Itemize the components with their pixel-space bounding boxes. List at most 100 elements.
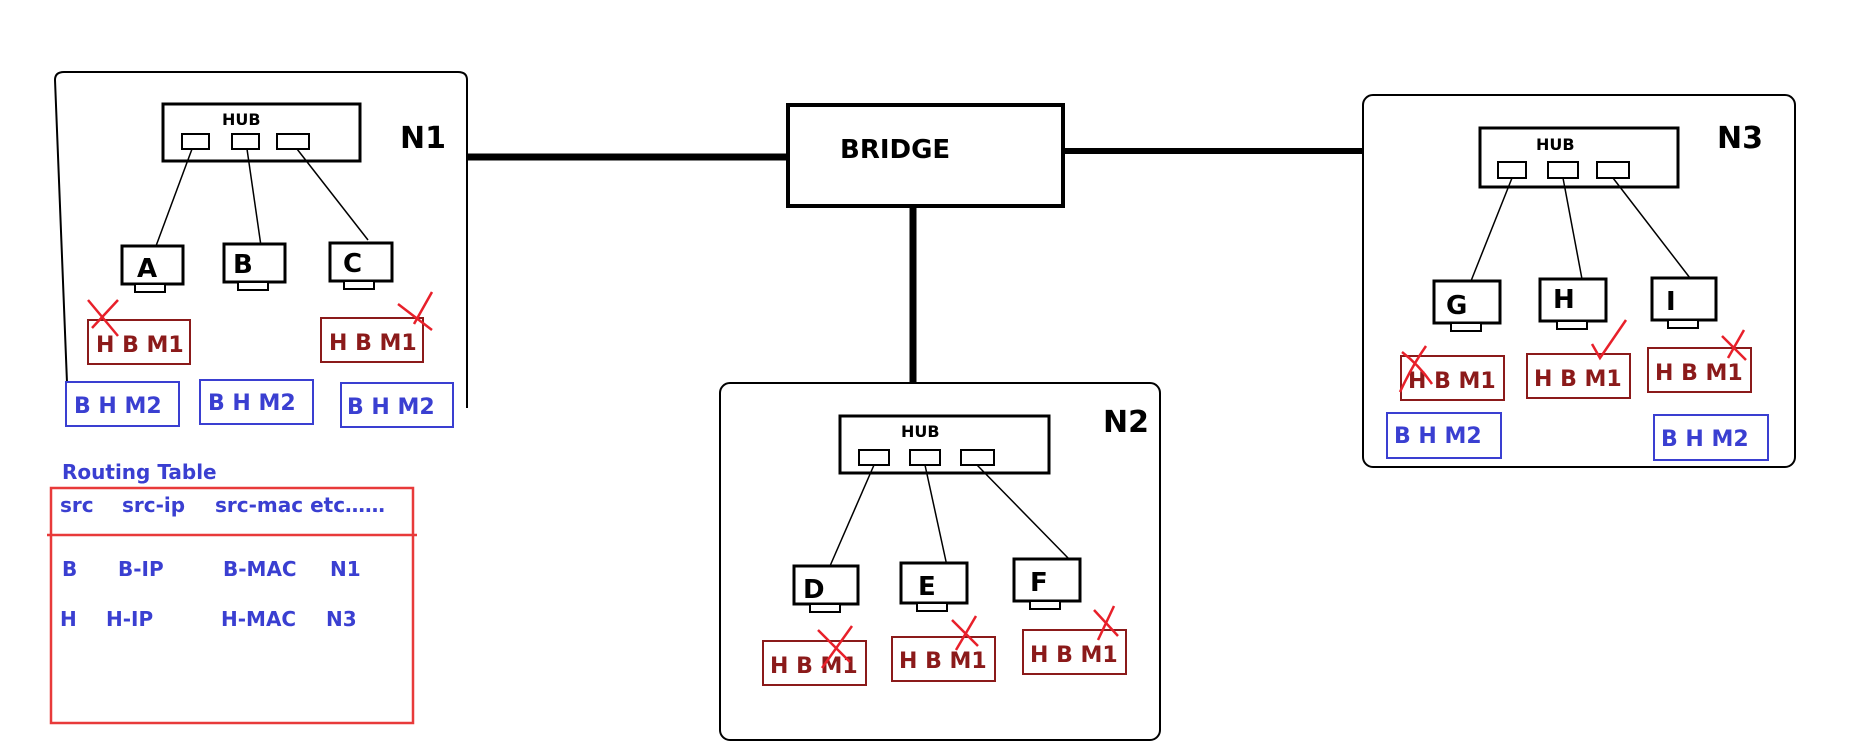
host-label-b: B xyxy=(233,250,253,280)
reject-mark xyxy=(87,299,119,337)
frame-m1-a: H B M1 xyxy=(87,299,191,365)
hub-port xyxy=(1547,161,1579,179)
host-g: G xyxy=(1432,279,1502,332)
hub-port xyxy=(1596,161,1630,179)
host-a: A xyxy=(120,244,185,293)
frame-m2-g: B H M2 xyxy=(1386,412,1502,459)
routing-table: Routing Table src src-ip src-mac etc…… B… xyxy=(47,460,417,725)
reject-mark xyxy=(1398,345,1434,393)
hub-port xyxy=(1497,161,1527,179)
frame-m1-h: H B M1 xyxy=(1526,319,1631,399)
frame-m1-c: H B M1 xyxy=(320,291,434,363)
n3-hub: HUB xyxy=(1478,126,1680,189)
hub-port xyxy=(858,449,890,466)
frame-m2-label: B H M2 xyxy=(74,394,162,419)
host-f: F xyxy=(1012,557,1082,610)
hub-port xyxy=(960,449,995,466)
rt-header-src-ip: src-ip xyxy=(122,493,185,517)
routing-table-border xyxy=(49,486,415,725)
n1-label: N1 xyxy=(400,121,446,156)
rt-row-2-mac: H-MAC xyxy=(221,607,296,631)
network-n1: N1 HUB A B C H B M1 xyxy=(53,71,468,428)
host-e: E xyxy=(899,561,969,612)
host-label-f: F xyxy=(1030,568,1048,598)
frame-m1-label: H B M1 xyxy=(1534,367,1622,392)
hub-port xyxy=(909,449,941,466)
reject-mark xyxy=(951,615,979,651)
frame-m1-label: H B M1 xyxy=(899,649,987,674)
host-i: I xyxy=(1650,276,1718,329)
network-n2: N2 HUB D E F H B M1 xyxy=(719,382,1161,741)
n2-hub: HUB xyxy=(838,414,1051,475)
frame-m1-label: H B M1 xyxy=(1408,369,1496,394)
frame-m2-label: B H M2 xyxy=(208,391,296,416)
n3-boundary xyxy=(1362,94,1796,468)
cable-c xyxy=(296,148,369,241)
rt-row-1-ip: B-IP xyxy=(118,557,164,581)
network-n3: N3 HUB G H I H B M1 xyxy=(1362,94,1796,468)
routing-table-title: Routing Table xyxy=(62,460,217,484)
bridge: BRIDGE xyxy=(467,103,1363,383)
hub-label: HUB xyxy=(1536,135,1575,154)
cable-d xyxy=(829,464,875,567)
cable-b xyxy=(246,148,262,247)
cable-e xyxy=(924,464,948,567)
cable-g xyxy=(1470,177,1513,282)
frame-m2-i: B H M2 xyxy=(1653,414,1769,461)
frame-m2-c: B H M2 xyxy=(340,382,454,428)
hub-port xyxy=(231,133,260,150)
frame-m1-label: H B M1 xyxy=(329,331,417,356)
bridge-label: BRIDGE xyxy=(840,135,950,165)
frame-m1-f: H B M1 xyxy=(1022,605,1127,675)
host-d: D xyxy=(792,564,860,613)
host-c: C xyxy=(328,241,394,290)
accept-mark xyxy=(1590,319,1628,361)
host-label-c: C xyxy=(343,249,362,279)
frame-m2-label: B H M2 xyxy=(347,395,435,420)
rt-row-1-mac: B-MAC xyxy=(223,557,297,581)
rt-row-1-src: B xyxy=(62,557,77,581)
n1-boundary xyxy=(53,71,468,409)
reject-mark xyxy=(1093,605,1119,641)
host-b: B xyxy=(222,242,287,291)
rt-header-src: src xyxy=(60,493,94,517)
frame-m2-label: B H M2 xyxy=(1661,427,1749,452)
frame-m1-label: H B M1 xyxy=(1030,643,1118,668)
frame-m1-i: H B M1 xyxy=(1647,329,1752,393)
hub-port xyxy=(181,133,210,150)
rt-row-1-net: N1 xyxy=(330,557,361,581)
reject-mark xyxy=(397,291,434,331)
n3-label: N3 xyxy=(1717,121,1763,156)
frame-m1-label: H B M1 xyxy=(770,654,858,679)
host-label-a: A xyxy=(137,254,157,284)
n2-boundary xyxy=(719,382,1161,741)
rt-row-2-ip: H-IP xyxy=(106,607,153,631)
host-label-i: I xyxy=(1666,287,1676,317)
hub-label: HUB xyxy=(901,422,940,441)
frame-m1-g: H B M1 xyxy=(1398,345,1505,401)
frame-m1-label: H B M1 xyxy=(1655,361,1743,386)
host-label-h: H xyxy=(1553,285,1575,315)
frame-m1-e: H B M1 xyxy=(891,615,996,682)
frame-m2-b: B H M2 xyxy=(199,379,314,425)
cable-i xyxy=(1612,177,1691,279)
rt-row-2-net: N3 xyxy=(326,607,357,631)
cable-f xyxy=(976,464,1071,561)
host-label-g: G xyxy=(1446,291,1467,321)
frame-m1-d: H B M1 xyxy=(762,625,867,686)
frame-m2-a: B H M2 xyxy=(65,381,180,427)
hub-port xyxy=(276,133,310,150)
hub-label: HUB xyxy=(222,110,261,129)
reject-mark xyxy=(1721,329,1747,361)
n2-label: N2 xyxy=(1103,405,1149,440)
host-label-e: E xyxy=(918,572,936,602)
frame-m1-label: H B M1 xyxy=(96,333,184,358)
reject-mark xyxy=(817,625,854,669)
host-label-d: D xyxy=(803,575,825,605)
cable-h xyxy=(1562,177,1583,280)
cable-a xyxy=(155,148,193,247)
bridge-box xyxy=(786,103,1065,208)
rt-row-2-src: H xyxy=(60,607,77,631)
n1-hub: HUB xyxy=(161,102,362,163)
